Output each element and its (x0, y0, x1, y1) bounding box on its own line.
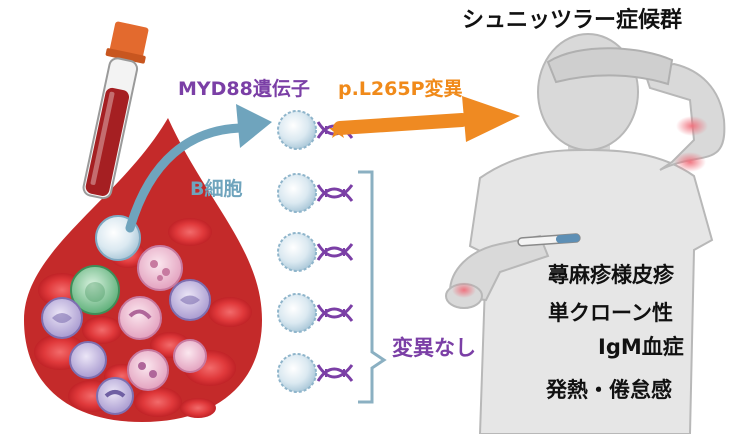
blue-arrow (125, 104, 272, 233)
symptom-monoclonal: 単クローン性 (548, 301, 673, 325)
rash-mark (452, 282, 476, 298)
symptom-fever-fatigue: 発熱・倦怠感 (546, 378, 672, 402)
thermometer-icon (517, 233, 581, 247)
b-cell-icon (277, 110, 317, 393)
diagram-title: シュニッツラー症候群 (462, 8, 683, 33)
gene-label: MYD88遺伝子 (178, 78, 310, 100)
person-figure-icon (445, 33, 726, 434)
blood-tube-icon (82, 21, 149, 200)
dna-icon (316, 121, 354, 382)
mutation-label: p.L265P変異 (338, 78, 463, 100)
symptom-igm: IgM血症 (598, 335, 684, 359)
orange-arrow (333, 96, 520, 142)
rash-mark (676, 116, 708, 136)
no-mutation-bracket (358, 170, 387, 404)
rash-mark (674, 152, 706, 172)
no-mutation-label: 変異なし (392, 336, 476, 360)
symptom-urticaria: 蕁麻疹様皮疹 (548, 263, 674, 287)
b-cell-column (277, 110, 354, 393)
blood-drop-icon (24, 118, 262, 422)
b-cell-label: B細胞 (190, 178, 243, 200)
